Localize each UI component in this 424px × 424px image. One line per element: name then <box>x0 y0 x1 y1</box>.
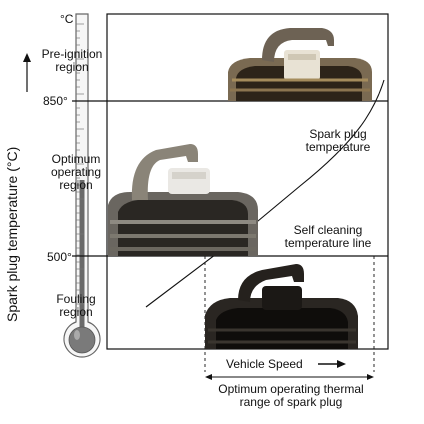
annotation-optimum-range: Optimum operating thermal range of spark… <box>218 382 364 409</box>
temperature-unit: °C <box>60 12 74 26</box>
pre-ignition-arrow <box>23 53 31 92</box>
spark-plug-temperature-curve <box>145 79 385 308</box>
spark-plug-overheated-image <box>228 28 372 101</box>
region-pre-ignition: Pre-ignition region <box>41 47 103 74</box>
thermometer-bulb <box>68 326 96 354</box>
mark-850: 850° <box>43 94 68 108</box>
spark-plug-fouled-image <box>205 264 358 349</box>
optimum-range-arrow <box>205 374 374 380</box>
annotation-spark-plug-temperature: Spark plug temperature <box>305 127 371 154</box>
annotation-self-cleaning-line: Self cleaning temperature line <box>284 223 372 250</box>
thermometer <box>63 13 107 358</box>
vehicle-speed-arrow <box>318 360 346 368</box>
region-fouling: Fouling region <box>56 292 96 319</box>
annotation-vehicle-speed: Vehicle Speed <box>226 357 303 371</box>
mark-500: 500° <box>47 250 72 264</box>
region-optimum: Optimum operating region <box>50 152 102 192</box>
spark-plug-optimum-image <box>108 144 258 256</box>
